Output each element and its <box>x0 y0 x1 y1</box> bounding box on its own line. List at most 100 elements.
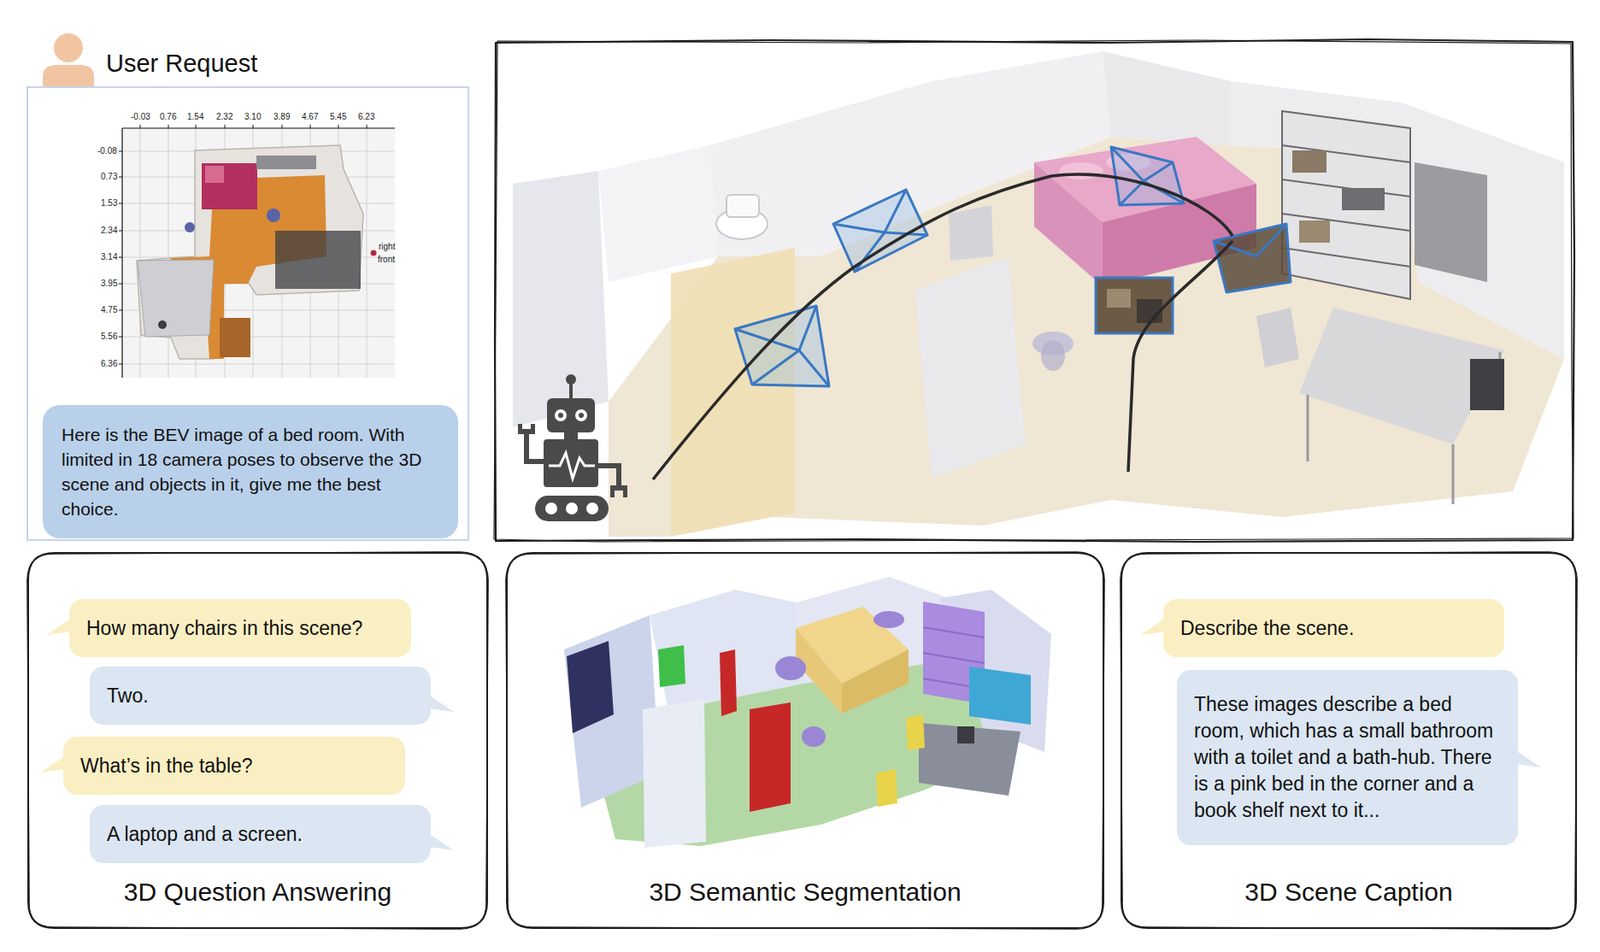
panel-outline <box>505 552 1105 930</box>
bubble-tail-shape <box>40 755 66 773</box>
scene-frame-part <box>494 39 1575 542</box>
scene-3d-part-part <box>884 189 906 233</box>
scene-3d-part <box>1299 220 1330 243</box>
scene-3d-part-part <box>833 223 885 233</box>
segmentation-scene-part <box>775 656 806 681</box>
y-tick-label: 0.73 <box>100 171 118 183</box>
bev-plot-part-part <box>366 128 368 378</box>
x-tick-label: 6.23 <box>358 111 375 123</box>
segmentation-scene <box>564 576 1052 848</box>
scene-3d-part-part <box>854 232 885 272</box>
panel-title: 3D Question Answering <box>27 876 489 908</box>
direction-label: right <box>378 241 395 253</box>
segmentation-scene-part <box>905 714 925 751</box>
bubble-tail-shape <box>46 617 72 636</box>
answer-text: A laptop and a screen. <box>106 822 303 847</box>
bev-plot-part <box>122 128 395 378</box>
robot-icon-part <box>526 434 544 462</box>
bev-plot-part-part <box>282 124 283 129</box>
bubble-tail <box>428 693 454 719</box>
scene-3d-part-part <box>1256 223 1287 257</box>
x-tick-label: 1.54 <box>187 111 204 123</box>
task-panel: 3D Semantic Segmentation <box>505 552 1105 930</box>
segmentation-scene-part <box>873 611 905 629</box>
segmentation-scene-part <box>841 649 909 714</box>
scene-3d-part <box>1034 162 1103 287</box>
question-text: What’s in the table? <box>80 753 253 778</box>
robot-icon-part <box>565 502 578 515</box>
scene-frame <box>494 39 1575 542</box>
bev-plot-part <box>370 250 377 257</box>
segmentation-scene-part-part <box>923 652 985 664</box>
scene-3d-part-part <box>1119 181 1144 206</box>
scene-3d-part <box>1299 307 1505 445</box>
y-tick-label: 5.56 <box>100 331 118 342</box>
robot-icon-part <box>558 412 564 418</box>
bev-plot-part <box>219 317 251 358</box>
bev-plot-part <box>372 252 376 255</box>
bev-plot <box>118 124 395 378</box>
y-tick-label: 3.95 <box>100 278 118 289</box>
segmentation-scene-part <box>642 699 706 848</box>
bev-plot-part <box>275 230 361 289</box>
bev-plot-part <box>266 208 281 223</box>
scene-3d-part <box>1106 288 1131 308</box>
robot-icon-part <box>569 382 573 399</box>
scene-3d-part <box>598 145 718 283</box>
question-bubble: How many chairs in this scene? <box>69 599 412 658</box>
robot-icon-part <box>517 423 536 435</box>
bubble-tail <box>428 831 454 858</box>
task-panel: 3D Scene CaptionDescribe the scene.These… <box>1120 552 1577 930</box>
scene-3d-part <box>1102 51 1231 146</box>
panel-outline-stroke <box>1120 552 1578 930</box>
answer-text: These images describe a bed room, which … <box>1194 691 1501 824</box>
answer-bubble: Two. <box>89 666 431 725</box>
bev-plot-part <box>118 124 367 365</box>
segmentation-scene-part <box>918 723 1021 796</box>
scene-3d-part <box>1470 358 1505 411</box>
robot-icon-part <box>547 398 595 433</box>
x-tick-label: 2.32 <box>216 111 233 123</box>
direction-label: front <box>377 254 395 265</box>
bev-plot-part-part <box>118 257 123 259</box>
scene-3d-part <box>1282 145 1411 267</box>
segmentation-scene-part <box>801 726 826 748</box>
scene-3d-part <box>726 194 759 218</box>
robot-icon-part <box>610 485 628 498</box>
scene-3d-part <box>1256 307 1300 368</box>
answer-bubble: These images describe a bed room, which … <box>1176 670 1518 846</box>
bev-plot-part <box>205 165 224 183</box>
panel-outline-stroke <box>505 552 1106 930</box>
scene-3d-part-part <box>799 350 830 387</box>
scene-3d-part <box>652 174 1233 480</box>
segmentation-scene-part <box>957 726 975 744</box>
bev-plot-part-part <box>140 124 142 129</box>
bubble-tail <box>1515 748 1542 775</box>
answer-bubble: A laptop and a screen. <box>89 805 431 864</box>
segmentation-scene-part <box>719 649 737 717</box>
bev-plot-part <box>256 155 317 170</box>
scene-3d-part <box>948 205 994 261</box>
panel-title: 3D Semantic Segmentation <box>505 876 1105 908</box>
segmentation-scene-part <box>658 645 686 688</box>
panel-outline-stroke <box>506 552 1104 929</box>
bubble-tail <box>1140 616 1166 642</box>
robot-icon-part <box>565 374 577 385</box>
scene-3d-part <box>1058 162 1104 180</box>
bubble-tail-shape <box>428 694 454 712</box>
y-tick-label: 6.36 <box>100 358 118 370</box>
bubble-tail <box>40 753 66 780</box>
bev-plot-part-part <box>118 151 123 153</box>
robot-icon-part <box>564 432 578 440</box>
y-tick-label: -0.08 <box>97 146 118 157</box>
scene-3d-part-part <box>1143 162 1173 182</box>
bev-plot-part-part <box>168 128 170 378</box>
bubble-tail-shape <box>1515 750 1542 768</box>
x-tick-label: -0.03 <box>130 111 151 123</box>
scene-3d-part <box>914 256 1026 479</box>
y-tick-label: 4.75 <box>100 305 118 316</box>
bubble-tail <box>46 616 72 642</box>
robot-icon-part <box>575 409 588 422</box>
panel-outline-stroke <box>1121 552 1577 929</box>
